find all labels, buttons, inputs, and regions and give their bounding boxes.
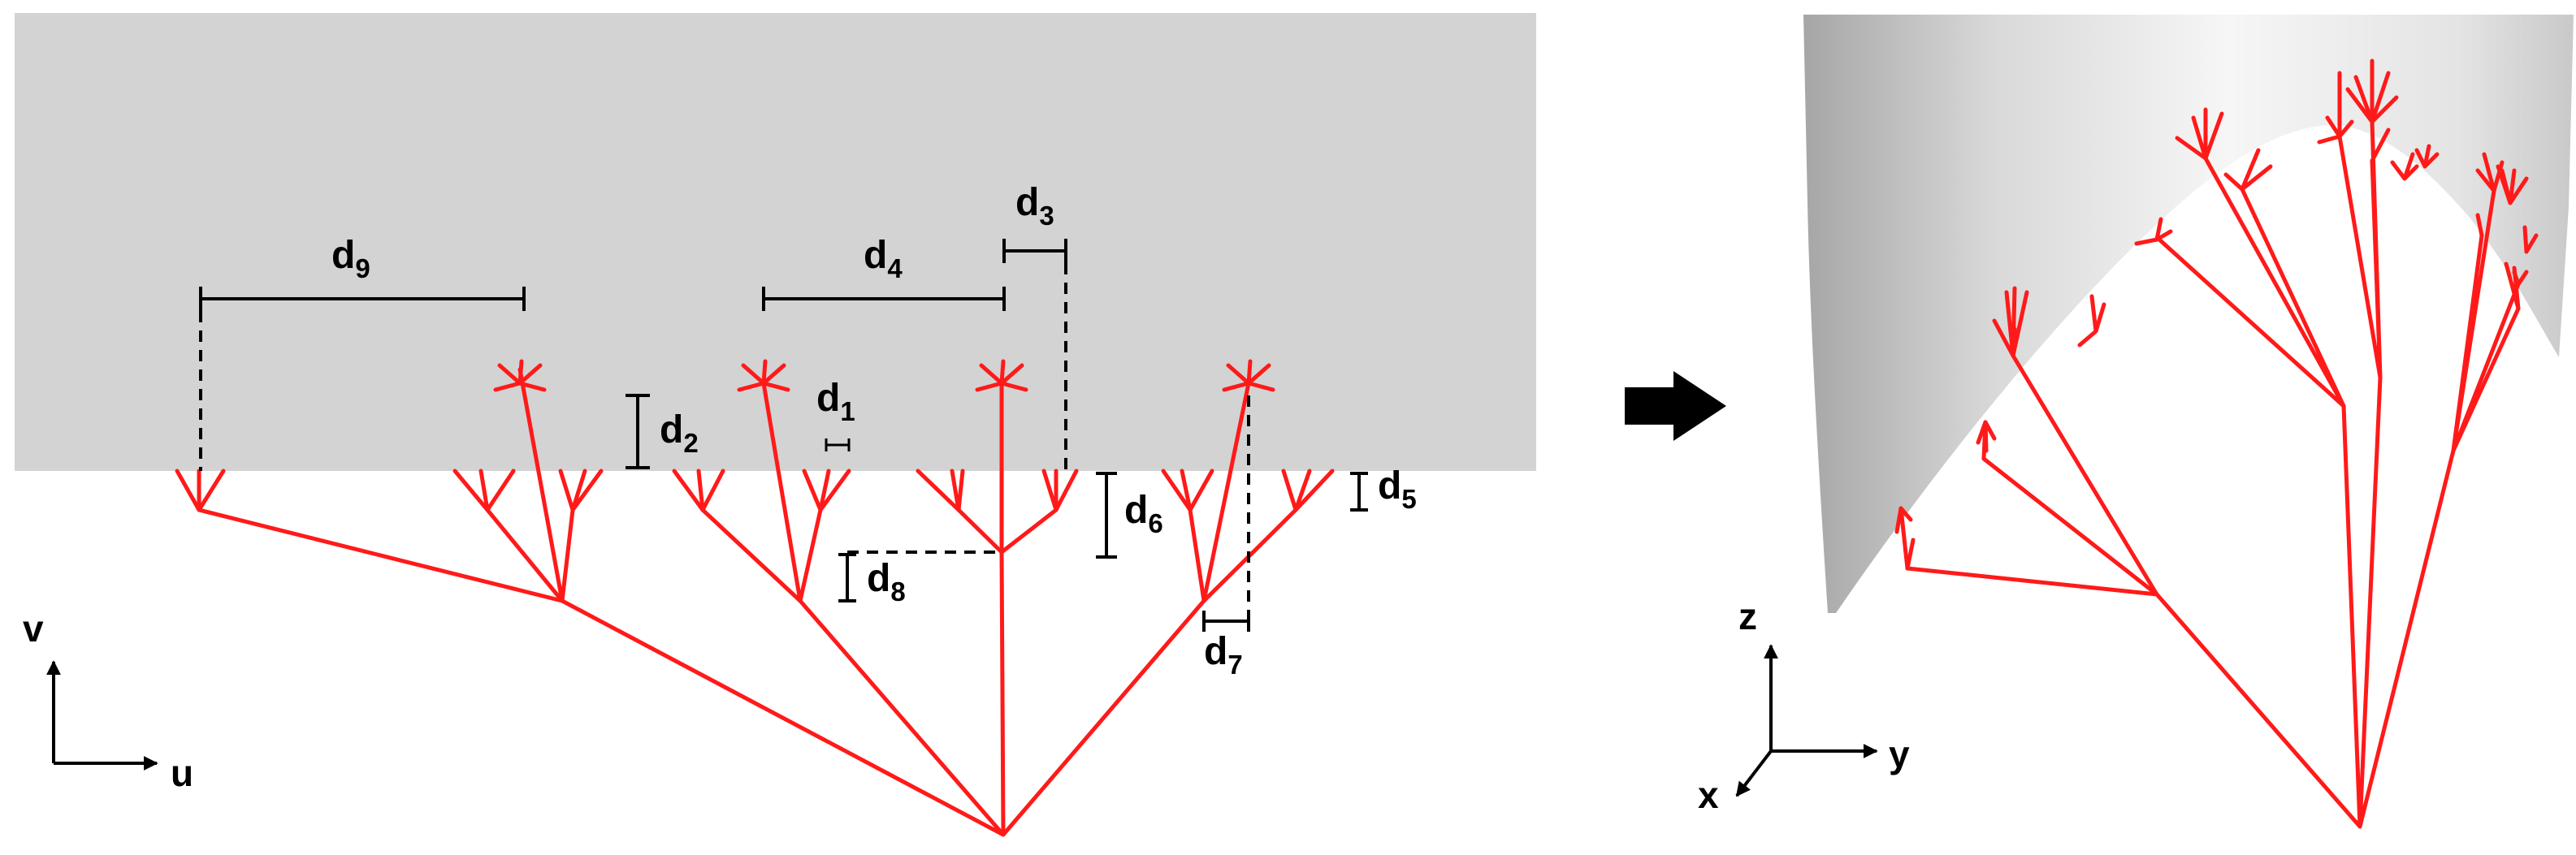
d4-dimension (762, 287, 1006, 311)
z-axis-label: z (1738, 595, 1757, 637)
d3-dimension (1002, 239, 1067, 471)
x-axis-label: x (1698, 774, 1719, 816)
d8-label: d8 (867, 557, 906, 607)
d4-label: d4 (864, 234, 903, 283)
d7-dimension (1202, 395, 1250, 632)
v-axis-label: v (23, 607, 44, 650)
u-axis-label: u (171, 752, 193, 794)
uv-axes: v u (23, 607, 193, 794)
curved-surface (1803, 15, 2574, 613)
gray-plane (15, 13, 1536, 471)
d1-label: d1 (816, 377, 855, 426)
d6-label: d6 (1124, 489, 1163, 538)
d9-label: d9 (331, 234, 370, 283)
d2-label: d2 (660, 408, 699, 458)
dimension-annotations (199, 239, 1368, 632)
d7-label: d7 (1204, 630, 1243, 680)
branching-tree-3d (1894, 58, 2539, 829)
d8-dimension (838, 551, 1002, 602)
xyz-axes: z y x (1698, 595, 1910, 816)
transition-arrow-icon (1625, 371, 1726, 441)
pattern-2d-panel: d9 d4 d3 d2 d1 d6 d5 d8 d7 v u (15, 13, 1536, 837)
d3-label: d3 (1015, 181, 1054, 231)
d5-label: d5 (1378, 464, 1417, 514)
pattern-3d-panel: z y x (1698, 15, 2574, 829)
d1-dimension (825, 438, 851, 451)
dimension-labels: d9 d4 d3 d2 d1 d6 d5 d8 d7 (331, 181, 1417, 680)
d5-dimension (1350, 472, 1368, 512)
y-axis-label: y (1889, 733, 1910, 775)
d6-dimension (1096, 472, 1117, 559)
d2-dimension (626, 394, 650, 469)
d9-dimension (199, 287, 526, 471)
